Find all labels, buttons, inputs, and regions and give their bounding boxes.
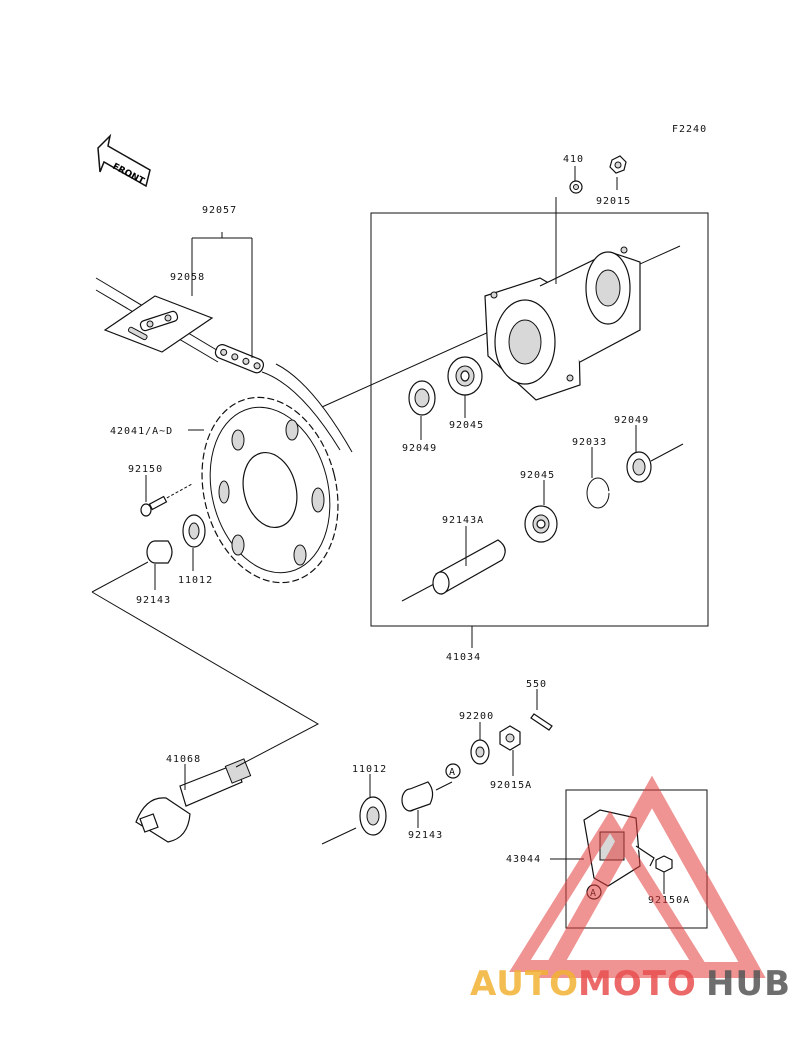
part-label: 41068: [166, 754, 201, 765]
svg-text:MOTO: MOTO: [578, 964, 697, 1004]
part-label: 42041/A~D: [110, 426, 173, 437]
bearing-92045-lower: [524, 505, 558, 543]
bearing-92045-upper: [447, 356, 483, 396]
part-label: 92045: [449, 420, 484, 431]
svg-text:HUB: HUB: [706, 964, 791, 1004]
part-label: 92015: [596, 196, 631, 207]
master-link: [103, 295, 214, 353]
collar-92143-left: [146, 540, 173, 564]
leader-axle-link: [91, 561, 320, 768]
nut-92015a: [499, 725, 521, 751]
part-label: 92033: [572, 437, 607, 448]
bracket-bolt-92150a: [655, 855, 673, 878]
rear-hub: [321, 245, 681, 408]
spacer-11012-lower: [321, 796, 387, 845]
part-label: 11012: [352, 764, 387, 775]
automotohub-watermark-logo: [509, 775, 766, 978]
nut-92015: [609, 155, 627, 174]
collar-92143-lower: [401, 781, 434, 812]
rear-sprocket: [201, 396, 339, 584]
cotter-pin-550: [530, 713, 553, 731]
svg-text:A: A: [449, 767, 456, 778]
part-label: 92015A: [490, 780, 532, 791]
reference-marker-a-axle: A: [445, 763, 461, 779]
hub-sleeve-92143a: [401, 539, 506, 602]
figure-number: F2240: [672, 124, 707, 135]
part-label: 41034: [446, 652, 481, 663]
sprocket-bolt: [140, 483, 193, 517]
part-label: 92049: [402, 443, 437, 454]
circlip-92033: [586, 477, 610, 509]
part-label: 550: [526, 679, 547, 690]
drive-chain: [95, 277, 353, 453]
part-label: 92045: [520, 470, 555, 481]
part-label: 92143: [136, 595, 171, 606]
svg-text:AUTO: AUTO: [470, 964, 579, 1004]
leader-92057: [191, 232, 253, 358]
part-label: 410: [563, 154, 584, 165]
part-label: 11012: [178, 575, 213, 586]
part-number-labels: 92057 92058 42041/A~D 92150 11012 92143 …: [110, 154, 690, 906]
front-direction-arrow-icon: FRONT: [97, 133, 151, 187]
part-label: 92200: [459, 711, 494, 722]
part-label: 92150A: [648, 895, 690, 906]
part-label: 92058: [170, 272, 205, 283]
part-label: 43044: [506, 854, 541, 865]
part-label: 92143: [408, 830, 443, 841]
hub-assembly-box: [370, 212, 709, 627]
part-label: 92057: [202, 205, 237, 216]
axle-41068: [135, 758, 252, 843]
part-label: 92049: [614, 415, 649, 426]
part-label: 92150: [128, 464, 163, 475]
part-label: 92143A: [442, 515, 484, 526]
nut-410: [569, 180, 583, 194]
watermark-wordmark: AUTO MOTO HUB: [470, 964, 791, 1004]
